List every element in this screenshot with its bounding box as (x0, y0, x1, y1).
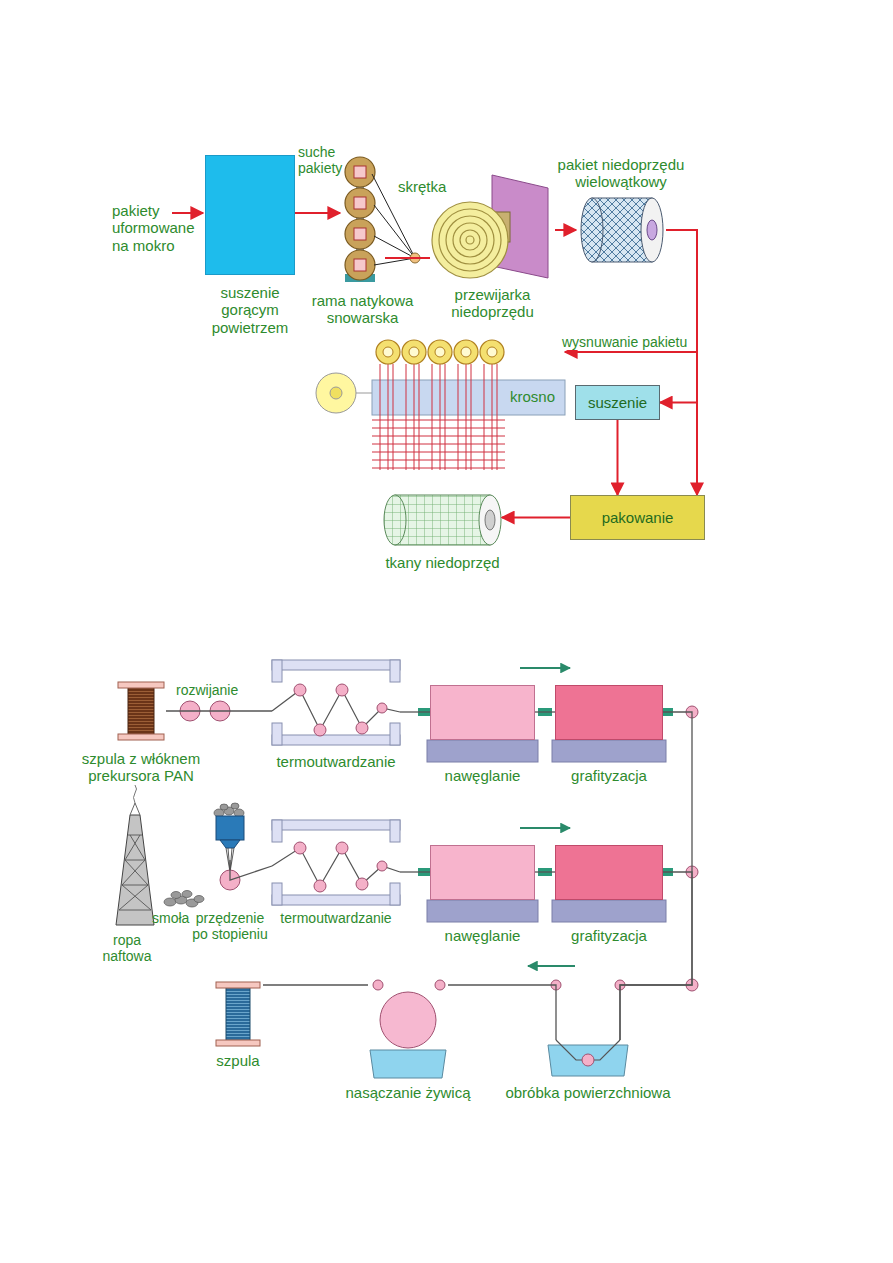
text-label: rozwijanie (176, 682, 238, 698)
fiber-path (535, 711, 555, 712)
flow-arrow (555, 229, 576, 231)
process-box: suszenie (575, 385, 660, 420)
flow-arrow (385, 257, 430, 259)
node-label: termoutwardzanie (266, 910, 406, 926)
process-box: pakowanie (570, 495, 705, 540)
node-label: rama natykowa snowarska (303, 292, 423, 327)
node-label: grafityzacja (549, 767, 669, 784)
loom: krosno (370, 338, 565, 470)
furnace: grafityzacja (555, 845, 663, 900)
furnace: nawęglanie (430, 685, 535, 740)
node-label: suszenie (576, 394, 659, 411)
node-label: pakiet niedoprzędu wielowątkowy (546, 156, 696, 191)
bath: nasączanie żywicą (368, 978, 448, 1078)
roving-package: pakiet niedoprzędu wielowątkowy (576, 196, 666, 264)
fiber-path (400, 871, 430, 872)
text-label: skrętka (398, 178, 446, 195)
fiber-path (263, 984, 368, 985)
flow-arrow (660, 230, 697, 403)
flow-arrow (666, 230, 697, 495)
node-label: pakowanie (571, 509, 704, 526)
spinneret: przędzenie po stopieniu (212, 806, 248, 860)
edge-label: wysnuwanie pakietu (560, 334, 689, 350)
flow-arrow (617, 420, 619, 495)
dryer-box: suszenie gorącym powietrzem (205, 155, 295, 275)
node-label: przewijarka niedoprzędu (438, 286, 548, 321)
woven-roll: tkany niedoprzęd (383, 492, 502, 548)
node-label: szpula (198, 1052, 278, 1069)
fiber-path (230, 860, 272, 880)
text-label: pakiety uformowane na mokro (112, 202, 202, 254)
node-label: nawęglanie (423, 927, 543, 944)
flow-arrow (502, 517, 570, 519)
spool: szpula z włóknem prekursora PAN (116, 680, 166, 742)
node-label: suszenie gorącym powietrzem (200, 284, 300, 336)
text-label: ropa naftowa (96, 932, 158, 964)
node-label: grafityzacja (549, 927, 669, 944)
bath: obróbka powierzchniowa (548, 1040, 628, 1078)
creel: rama natykowa snowarska (340, 158, 385, 284)
oven: termoutwardzanie (272, 820, 400, 905)
furnace: grafityzacja (555, 685, 663, 740)
node-label: przędzenie po stopieniu (188, 910, 272, 942)
node-label: obróbka powierzchniowa (493, 1084, 683, 1101)
text-label: suche pakiety (298, 144, 350, 176)
flow-arrow (295, 212, 340, 214)
fiber-path (535, 871, 555, 872)
fiber-path (166, 710, 272, 711)
node-label: krosno (510, 388, 555, 405)
node-label: tkany niedoprzęd (373, 554, 513, 571)
text-label: smoła (152, 910, 189, 926)
fiber-path (448, 985, 556, 1040)
node-label: szpula z włóknem prekursora PAN (76, 750, 206, 785)
rewinder: przewijarka niedoprzędu (430, 165, 555, 280)
node-label: nawęglanie (423, 767, 543, 784)
fiber-path (400, 711, 430, 712)
oven: termoutwardzanie (272, 660, 400, 745)
furnace: nawęglanie (430, 845, 535, 900)
node-label: termoutwardzanie (266, 753, 406, 770)
spool: szpula (213, 978, 263, 1048)
node-label: nasączanie żywicą (333, 1084, 483, 1101)
